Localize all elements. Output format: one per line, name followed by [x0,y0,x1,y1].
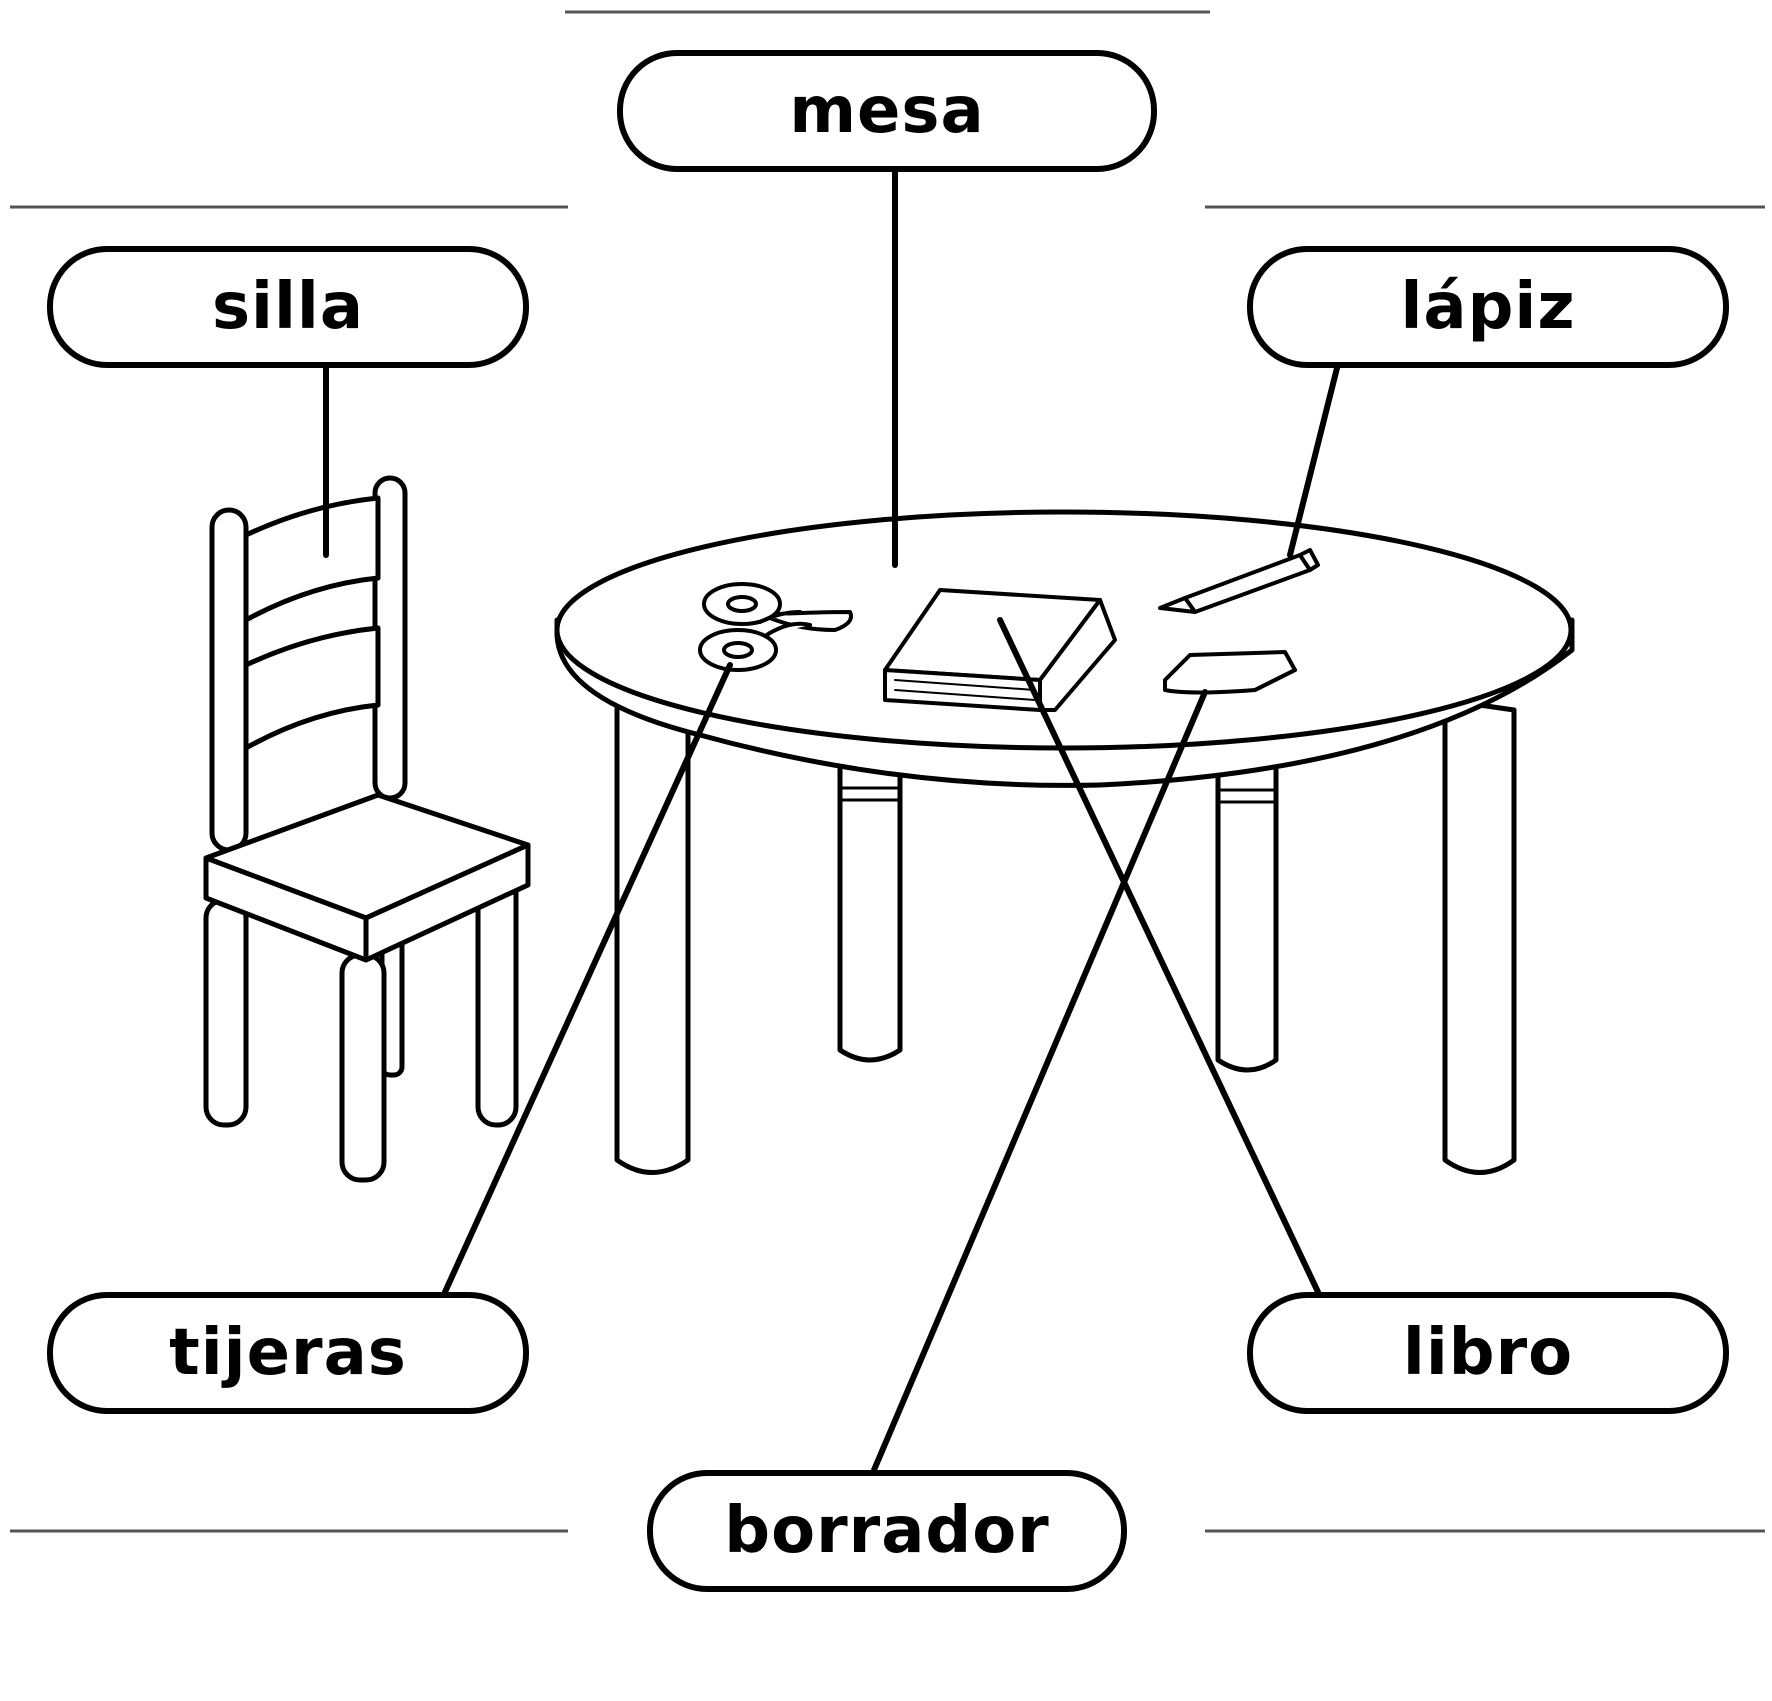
scissors-drawing [698,582,853,672]
table-leg-rear-right [1215,757,1279,1073]
table-leg-rear-left [837,757,903,1063]
eraser-drawing [1163,650,1297,695]
chair-slat-bottom [243,625,381,751]
leader-line-lapiz [1287,365,1340,558]
chair-seat-side [363,842,531,963]
table-leg-front-right [1442,697,1517,1175]
chair-leg-back-left [203,897,249,1128]
leader-line-libro [997,617,1321,1295]
label-libro: libro [1247,1292,1729,1414]
label-borrador: borrador [647,1470,1127,1592]
table-objects [698,548,1320,712]
label-tijeras: tijeras [47,1292,529,1414]
writing-lines [10,10,1765,1533]
book-drawing [883,588,1117,712]
chair-post-left [209,507,249,853]
chair-slat-top [243,495,381,623]
chair-leg-front [339,952,387,1183]
leader-line-tijeras [442,662,733,1295]
label-mesa: mesa [617,50,1157,172]
label-silla: silla [47,246,529,368]
leader-line-borrador [871,689,1208,1473]
pencil-drawing [1158,548,1320,614]
chair-drawing [203,475,531,1183]
leader-lines [323,169,1340,1473]
table-leg-front-left [614,697,691,1175]
label-lapiz: lápiz [1247,246,1729,368]
